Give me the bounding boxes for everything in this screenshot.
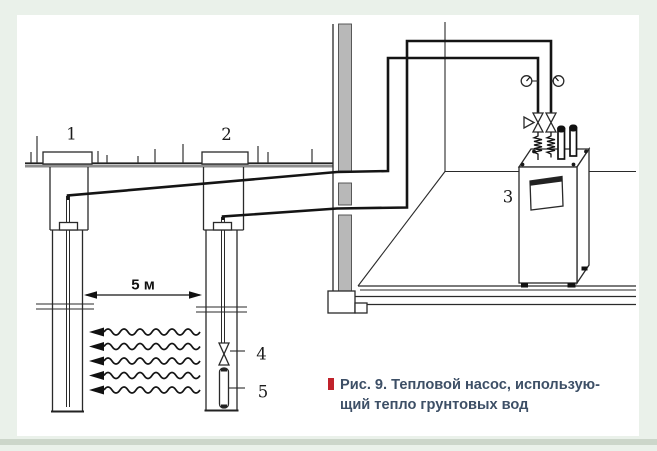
grass-ticks bbox=[30, 136, 313, 163]
well-1 bbox=[36, 151, 94, 413]
well-2 bbox=[196, 151, 249, 412]
building bbox=[327, 22, 636, 314]
label-heat-pump: 3 bbox=[503, 188, 514, 207]
flexible-connectors bbox=[531, 132, 556, 160]
page-edge-strip bbox=[0, 439, 657, 445]
pipe-from-well-1 bbox=[66, 56, 540, 200]
well-2-cap bbox=[201, 151, 249, 165]
pump-feet bbox=[521, 266, 588, 288]
shutoff-valves bbox=[523, 112, 558, 133]
red-square-marker-icon bbox=[328, 378, 334, 390]
heat-pump-unit bbox=[517, 75, 591, 288]
pump-front-panel bbox=[529, 175, 564, 211]
pipe-from-well-2 bbox=[221, 39, 553, 220]
borehole-valve bbox=[217, 342, 245, 366]
label-well-2: 2 bbox=[221, 125, 232, 144]
label-filter: 5 bbox=[258, 383, 269, 402]
pump-top-tubes bbox=[557, 124, 578, 160]
label-valve: 4 bbox=[256, 345, 267, 364]
well-2-break-lines bbox=[196, 306, 247, 313]
well-2-collar bbox=[212, 221, 233, 231]
figure-caption: Рис. 9. Тепловой насос, использую- щий т… bbox=[328, 376, 628, 415]
caption-line-2: щий тепло грунтовых вод bbox=[340, 396, 529, 413]
foundation-block bbox=[327, 290, 368, 314]
number-labels: 1 2 3 4 5 bbox=[66, 125, 513, 402]
groundwater-flow-arrows bbox=[88, 326, 201, 396]
well-1-collar bbox=[58, 221, 79, 231]
borehole-filter bbox=[218, 367, 245, 409]
supply-return-pipes bbox=[66, 39, 553, 220]
well-1-cap bbox=[42, 151, 93, 165]
pump-top-bolts bbox=[520, 149, 588, 167]
exterior-wall bbox=[338, 23, 352, 292]
caption-line-1: Рис. 9. Тепловой насос, использую- bbox=[340, 377, 601, 393]
label-well-1: 1 bbox=[66, 125, 77, 144]
perspective-corner-line bbox=[357, 171, 446, 287]
well-1-break-lines bbox=[36, 303, 94, 310]
dimension-label: 5 м bbox=[131, 277, 155, 294]
pump-side-face bbox=[576, 146, 590, 286]
floor bbox=[355, 285, 636, 306]
dimension-5m: 5 м bbox=[84, 277, 202, 299]
pressure-gauges bbox=[520, 75, 565, 87]
three-way-valve-branch bbox=[523, 115, 536, 130]
